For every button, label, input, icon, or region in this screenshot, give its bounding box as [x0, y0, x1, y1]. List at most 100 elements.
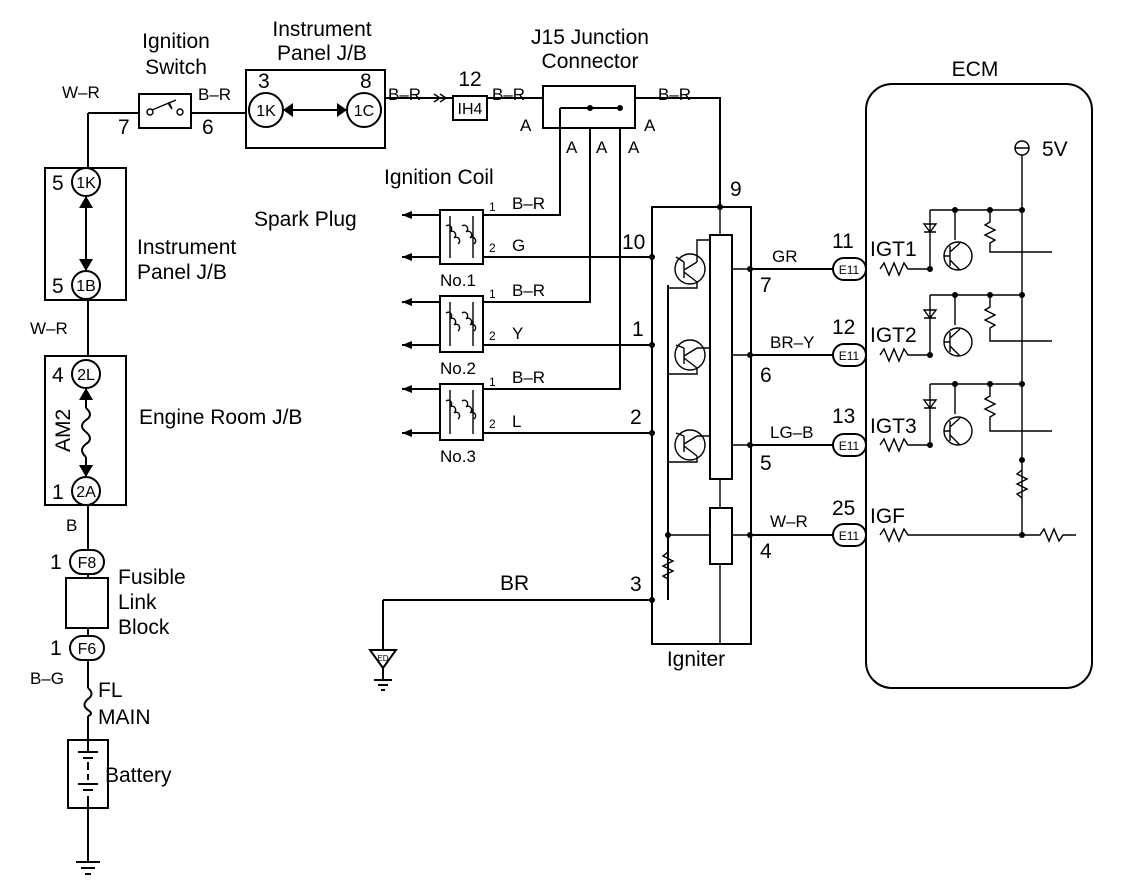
ecm-pin-25: 25: [832, 497, 855, 520]
ecm-igt3-label: IGT3: [870, 415, 917, 438]
coil1-pin2: 2: [489, 241, 496, 255]
conn-1c: 1C: [354, 103, 374, 120]
wire-label-b-r-jb: B–R: [388, 85, 421, 104]
conn-f6: F6: [78, 641, 97, 658]
coil1-name: No.1: [440, 271, 476, 290]
wire-label-br: BR: [500, 572, 529, 595]
e11-label-3: E11: [839, 439, 860, 453]
ground-ed-icon: [368, 649, 398, 670]
ip-jb-top-title-2: Panel J/B: [277, 42, 367, 65]
igniter-pin-10: 10: [622, 231, 645, 254]
coil3-pin1: 1: [489, 375, 496, 389]
coil1-pin1: 1: [489, 200, 496, 214]
ecm-igt2-circuit: [879, 292, 1052, 363]
ignition-switch: Ignition Switch 7 6 W–R B–R: [62, 30, 231, 139]
coil3-name: No.3: [440, 447, 476, 466]
e11-label-4: E11: [839, 529, 860, 543]
igniter-resistor-icon: [661, 535, 675, 600]
conn-f8: F8: [78, 555, 97, 572]
ecm-title: ECM: [952, 58, 999, 81]
j15-pin-a-left: A: [520, 116, 532, 135]
pin-3: 3: [258, 70, 270, 93]
ignition-coil-title: Ignition Coil: [384, 166, 494, 189]
instrument-panel-jb-top: 1K 1C 3 8 Instrument Panel J/B B–R: [245, 18, 421, 149]
ignition-switch-title-1: Ignition: [142, 30, 210, 53]
conn-ih4-label: IH4: [458, 101, 483, 118]
wire-label-lg-b: LG–B: [770, 423, 813, 442]
pin-1-f8: 1: [50, 551, 62, 574]
wire-label-b-r-ih4: B–R: [492, 85, 525, 104]
fl-main-fuse-icon: [83, 687, 93, 717]
conn-1k-top: 1K: [256, 103, 276, 120]
ignition-switch-pin-out: 6: [202, 116, 214, 139]
j15-pin-a-1: A: [566, 138, 578, 157]
pin-1-f6: 1: [50, 637, 62, 660]
battery-icon: [78, 751, 98, 791]
ignition-switch-pin-in: 7: [118, 116, 130, 139]
ip-jb-left-title-2: Panel J/B: [137, 261, 227, 284]
ecm-igf-circuit: [879, 457, 1076, 543]
igniter: Igniter 9 10 1 2 3 7 6 5 4: [622, 178, 772, 671]
coil2-pin2: 2: [489, 329, 496, 343]
ip-jb-left-title-1: Instrument: [137, 236, 236, 259]
j15-junction-connector: J15 Junction Connector A A A A A B–R: [520, 26, 691, 157]
ecm-pin-12: 12: [832, 316, 855, 339]
igniter-pin-2: 2: [630, 406, 642, 429]
wire-label-gr: GR: [772, 247, 798, 266]
wire-label-w-r-igf: W–R: [770, 512, 808, 531]
coil2-name: No.2: [440, 359, 476, 378]
e11-label-2: E11: [839, 349, 860, 363]
ground-ed-label: ED: [377, 654, 388, 663]
coil1-wire1: B–R: [512, 194, 545, 213]
connector-ih4: IH4 12 B–R: [433, 68, 525, 121]
ground-bottom-icon: [76, 861, 100, 875]
am2-fuse-icon: [81, 407, 91, 458]
conn-2l: 2L: [77, 367, 95, 384]
transistor-2-icon: [668, 339, 706, 375]
wire-label-b-g: B–G: [30, 669, 64, 688]
ecm-igt1-circuit: [879, 207, 1052, 277]
pin-12-ih4: 12: [458, 68, 481, 91]
j15-pin-a-right: A: [644, 116, 656, 135]
coil-no1: 1 2 No.1 B–R G: [402, 194, 545, 290]
e11-connectors: E11 E11 E11 E11: [832, 257, 867, 547]
conn-1b: 1B: [76, 278, 96, 295]
wire-label-b-r-j15: B–R: [658, 85, 691, 104]
fl-main-fuse: FL MAIN: [83, 679, 151, 729]
fusible-link-block: F8 F6 1 1 Fusible Link Block: [50, 549, 186, 661]
ignition-coils: Ignition Coil Spark Plug 1 2 No.1 B–R G …: [254, 166, 545, 466]
coil3-wire2: L: [512, 412, 521, 431]
igniter-pin-7: 7: [760, 274, 772, 297]
ecm-igf-label: IGF: [870, 505, 905, 528]
coil3-pin2: 2: [489, 417, 496, 431]
fl-main-label-2: MAIN: [98, 706, 151, 729]
igniter-pin-4: 4: [760, 540, 772, 563]
igniter-pin-5: 5: [760, 452, 772, 475]
coil2-pin1: 1: [489, 287, 496, 301]
wire-label-b: B: [66, 516, 77, 535]
coil3-wire1: B–R: [512, 368, 545, 387]
transistor-1-icon: [668, 253, 706, 289]
igniter-pin-6: 6: [760, 364, 772, 387]
j15-pin-a-3: A: [628, 138, 640, 157]
ecm-pin-13: 13: [832, 405, 855, 428]
ecm: ECM 5V: [770, 58, 1093, 689]
battery: Battery: [67, 739, 172, 809]
ignition-switch-title-2: Switch: [145, 56, 207, 79]
pin-5-bottom: 5: [52, 275, 64, 298]
coil2-wire2: Y: [512, 324, 523, 343]
wire-label-w-r-top: W–R: [62, 83, 100, 102]
j15-title-1: J15 Junction: [531, 26, 649, 49]
fl-main-label-1: FL: [98, 679, 123, 702]
conn-1k-left: 1K: [76, 175, 96, 192]
battery-label: Battery: [105, 764, 172, 787]
e11-label-1: E11: [839, 263, 860, 277]
conn-2a: 2A: [76, 484, 96, 501]
fuse-am2-label: AM2: [52, 409, 75, 452]
igniter-pin-1: 1: [632, 318, 644, 341]
ecm-igt1-label: IGT1: [870, 238, 917, 261]
pin-1-2a: 1: [52, 481, 64, 504]
ground-ed: BR ED: [368, 572, 529, 691]
wire-label-br-y: BR–Y: [770, 333, 814, 352]
